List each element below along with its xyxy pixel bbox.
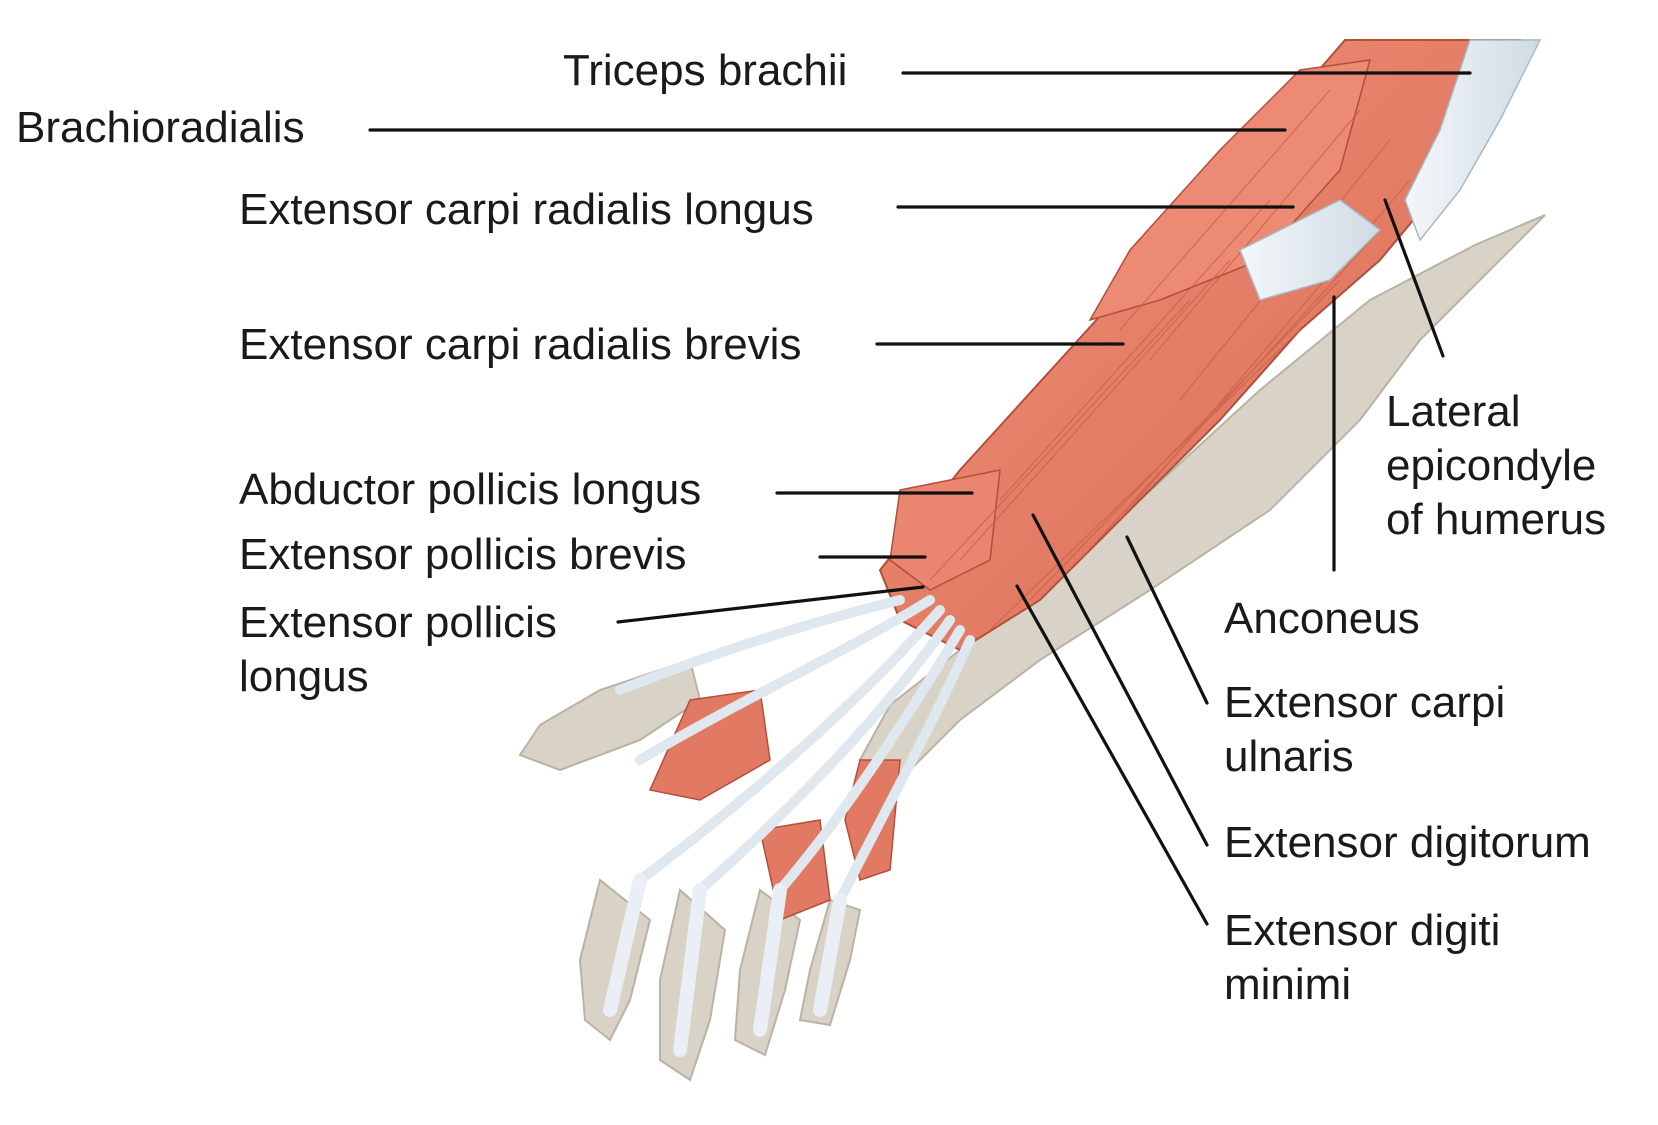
label-lateral-epicondyle-line1: Lateral (1386, 387, 1521, 436)
label-lateral-epicondyle-line3: of humerus (1386, 495, 1607, 544)
label-triceps-brachii: Triceps brachii (563, 46, 848, 95)
leader-extensor-carpi-ulnaris (1125, 535, 1209, 705)
label-lateral-epicondyle: Lateral epicondyle of humerus (1386, 385, 1606, 547)
forearm-muscles (878, 39, 1542, 652)
label-extensor-pollicis-longus: Extensor pollicis longus (239, 596, 557, 704)
label-brachioradialis: Brachioradialis (16, 103, 305, 152)
label-ecr-brevis: Extensor carpi radialis brevis (239, 320, 802, 369)
label-extensor-pollicis-brevis: Extensor pollicis brevis (239, 530, 687, 579)
label-ecr-longus: Extensor carpi radialis longus (239, 185, 814, 234)
leader-extensor-pollicis-longus (616, 585, 925, 624)
label-extensor-carpi-ulnaris: Extensor carpi ulnaris (1224, 676, 1505, 784)
label-extensor-digiti-minimi: Extensor digiti minimi (1224, 904, 1500, 1012)
label-extensor-pollicis-longus-line2: longus (239, 652, 369, 701)
leader-lines (368, 71, 1472, 926)
leader-extensor-digitorum (1031, 513, 1209, 847)
label-extensor-carpi-ulnaris-line2: ulnaris (1224, 732, 1354, 781)
hand-tendons (615, 595, 975, 905)
label-extensor-digiti-minimi-line2: minimi (1224, 960, 1352, 1009)
leader-extensor-digiti-minimi (1015, 584, 1209, 926)
label-extensor-pollicis-longus-line1: Extensor pollicis (239, 598, 557, 647)
leader-lateral-epicondyle (1383, 198, 1445, 358)
finger-tendons (603, 873, 847, 1057)
label-extensor-carpi-ulnaris-line1: Extensor carpi (1224, 678, 1506, 727)
label-extensor-digitorum: Extensor digitorum (1224, 818, 1591, 867)
label-abductor-pollicis-longus: Abductor pollicis longus (239, 465, 702, 514)
label-anconeus: Anconeus (1224, 594, 1420, 643)
label-lateral-epicondyle-line2: epicondyle (1386, 441, 1597, 490)
label-extensor-digiti-minimi-line1: Extensor digiti (1224, 906, 1501, 955)
